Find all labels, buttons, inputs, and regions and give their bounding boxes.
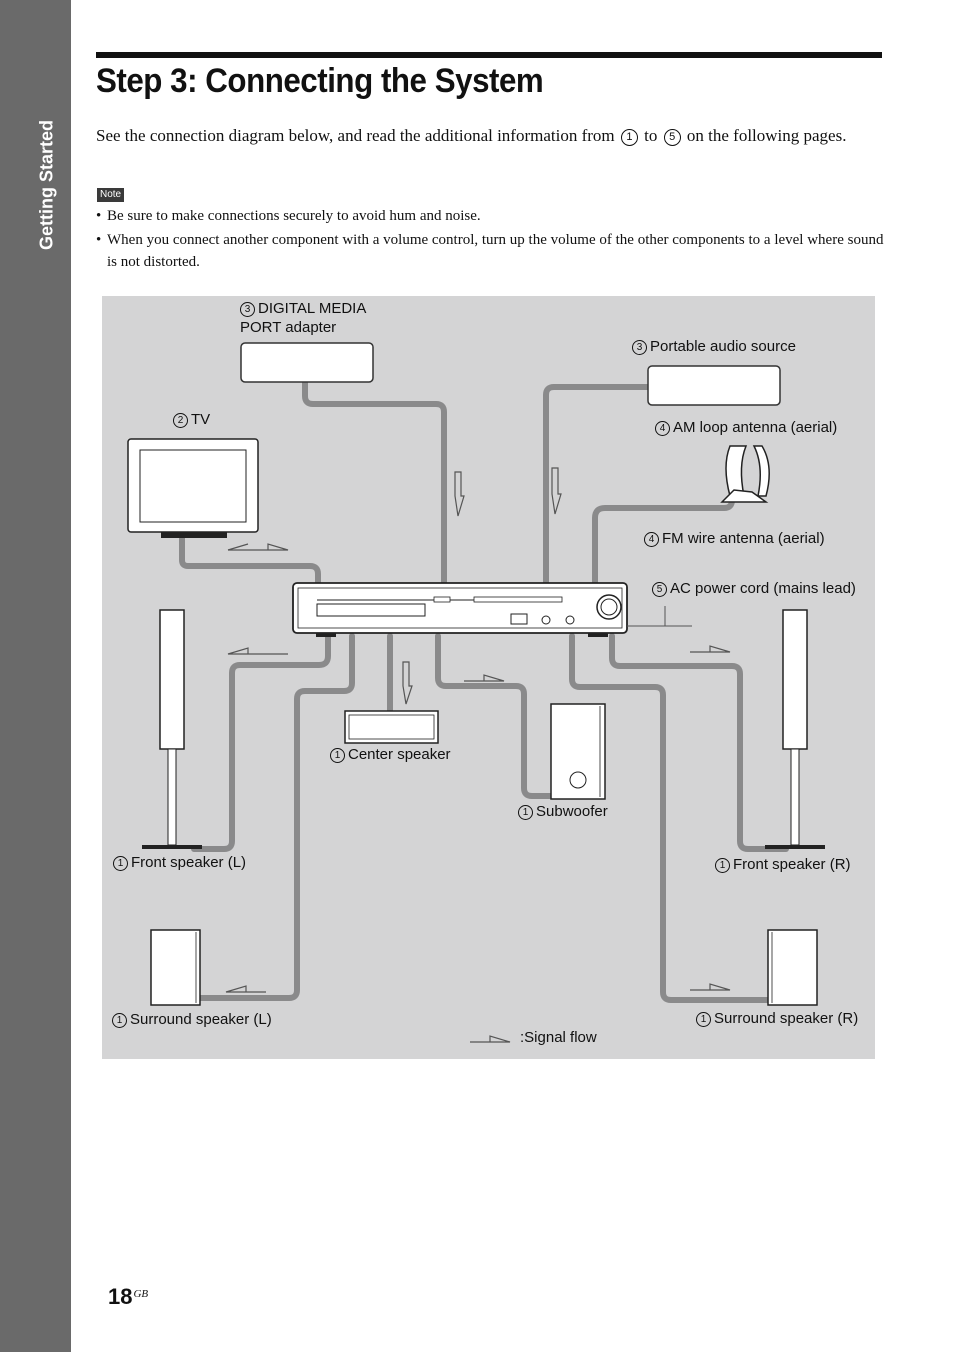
note-item: When you connect another component with …	[96, 229, 886, 273]
cables	[179, 373, 789, 1003]
note-list: Be sure to make connections securely to …	[96, 205, 886, 275]
front-l-cable	[191, 633, 331, 852]
side-tab: Getting Started	[0, 0, 71, 1352]
title-rule	[96, 52, 882, 58]
step-1-marker: 1	[620, 129, 638, 146]
note-badge: Note	[97, 188, 125, 202]
intro-paragraph: See the connection diagram below, and re…	[96, 124, 886, 147]
surround-r-cable	[569, 633, 773, 1003]
dmport-cable	[302, 373, 447, 587]
antenna-cable	[592, 489, 735, 587]
front-speaker-left	[142, 609, 202, 849]
portable-source	[647, 365, 781, 406]
signal-arrows	[225, 467, 731, 1043]
side-tab-label: Getting Started	[36, 119, 57, 251]
intro-text-2: to	[644, 126, 658, 145]
page-title: Step 3: Connecting the System	[96, 62, 544, 100]
signal-flow-legend: :Signal flow	[520, 1029, 597, 1046]
subwoofer-graphic	[550, 703, 606, 800]
page-number: 18GB	[108, 1284, 149, 1309]
tv-graphic	[127, 438, 259, 538]
receiver-graphic	[292, 582, 692, 637]
portable-cable	[543, 384, 654, 587]
intro-text-3: on the following pages.	[686, 126, 847, 145]
step-5-marker: 5	[663, 129, 681, 146]
front-speaker-right	[765, 609, 825, 849]
surround-l-cable	[197, 633, 355, 1001]
am-antenna-graphic	[720, 445, 770, 503]
intro-text-1: See the connection diagram below, and re…	[96, 126, 615, 145]
diagram-drawing	[127, 342, 825, 1043]
dmport-adapter	[240, 342, 374, 383]
note-item: Be sure to make connections securely to …	[96, 205, 886, 227]
surround-speaker-right	[767, 929, 818, 1006]
center-speaker-graphic	[344, 710, 439, 744]
front-r-cable	[609, 633, 789, 852]
subwoofer-cable	[435, 633, 554, 799]
surround-speaker-left	[150, 929, 201, 1006]
tv-cable	[179, 530, 321, 587]
